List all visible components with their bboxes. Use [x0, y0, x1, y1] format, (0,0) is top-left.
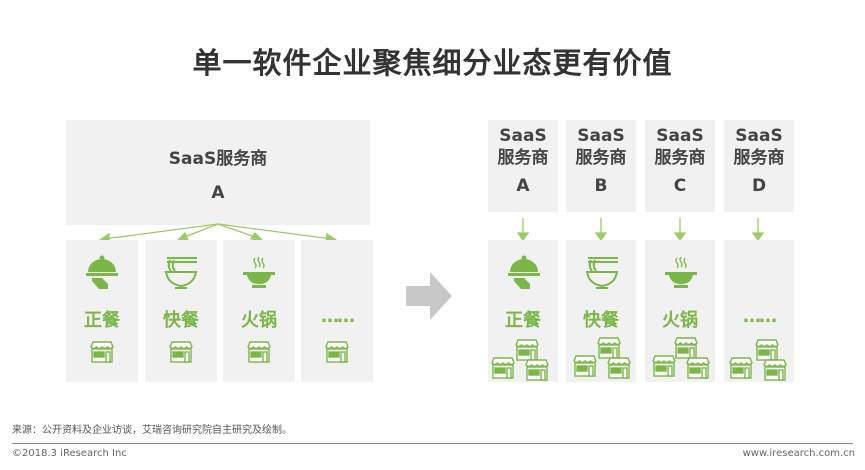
store-icon — [324, 340, 350, 364]
provider-label: SaaS — [735, 126, 783, 146]
provider-label: 服务商 — [497, 148, 549, 168]
store-icon — [514, 338, 540, 362]
segment-label: 快餐 — [583, 310, 619, 331]
provider-letter: A — [211, 183, 225, 203]
store-icon — [606, 356, 632, 380]
provider-label: SaaS — [499, 126, 547, 146]
noodle-bowl-icon — [585, 257, 619, 289]
provider-letter: A — [516, 176, 530, 196]
store-icon — [168, 340, 194, 364]
provider-letter: C — [673, 176, 687, 196]
store-icon — [651, 354, 677, 378]
store-icon — [572, 354, 598, 378]
page-title: 单一软件企业聚焦细分业态更有价值 — [192, 46, 673, 80]
segment-fast-food: 快餐 — [145, 240, 217, 382]
footer-divider — [12, 443, 853, 444]
segment-fast-food: 快餐 — [566, 240, 636, 382]
segment-label: 快餐 — [163, 310, 199, 331]
source-note: 来源：公开资料及企业访谈，艾瑞咨询研究院自主研究及绘制。 — [12, 425, 292, 436]
store-icon — [728, 356, 754, 380]
hotpot-icon — [243, 256, 275, 288]
segment-label: 正餐 — [84, 310, 120, 331]
provider-label: SaaS — [656, 126, 704, 146]
segment-label: 火锅 — [241, 310, 277, 331]
down-arrows — [516, 218, 765, 242]
segment-others: …… — [724, 240, 794, 382]
provider-letter: D — [751, 176, 767, 196]
segment-label: 火锅 — [662, 310, 698, 331]
segment-hotpot: 火锅 — [223, 240, 295, 382]
provider-letter: B — [594, 176, 608, 196]
hotpot-icon — [665, 256, 697, 288]
store-icon — [596, 336, 622, 360]
copyright: ©2018.3 iResearch Inc — [12, 448, 127, 459]
segment-fine-dining: 正餐 — [488, 240, 558, 382]
cloche-icon — [508, 255, 540, 289]
store-icon — [685, 356, 711, 380]
segment-label: …… — [743, 306, 777, 327]
cloche-icon — [86, 255, 118, 289]
transition-arrow-icon — [406, 272, 452, 320]
segment-others: …… — [301, 240, 373, 382]
store-icon — [246, 340, 272, 364]
provider-label: 服务商 — [654, 148, 706, 168]
store-icon — [89, 340, 115, 364]
provider-label: SaaS服务商 — [168, 149, 268, 169]
segment-label: …… — [321, 306, 355, 327]
store-icon — [673, 336, 699, 360]
store-icon — [762, 358, 788, 382]
store-icon — [490, 356, 516, 380]
store-icon — [524, 358, 550, 382]
provider-box-a: SaaS服务商 A — [66, 120, 370, 225]
website-url: www.iresearch.com.cn — [742, 448, 855, 459]
provider-label: SaaS — [577, 126, 625, 146]
segment-hotpot: 火锅 — [645, 240, 715, 382]
provider-label: 服务商 — [575, 148, 627, 168]
provider-label: 服务商 — [733, 148, 785, 168]
fan-arrows — [98, 223, 338, 243]
noodle-bowl-icon — [164, 257, 198, 289]
segment-label: 正餐 — [505, 310, 541, 331]
segment-fine-dining: 正餐 — [66, 240, 138, 382]
